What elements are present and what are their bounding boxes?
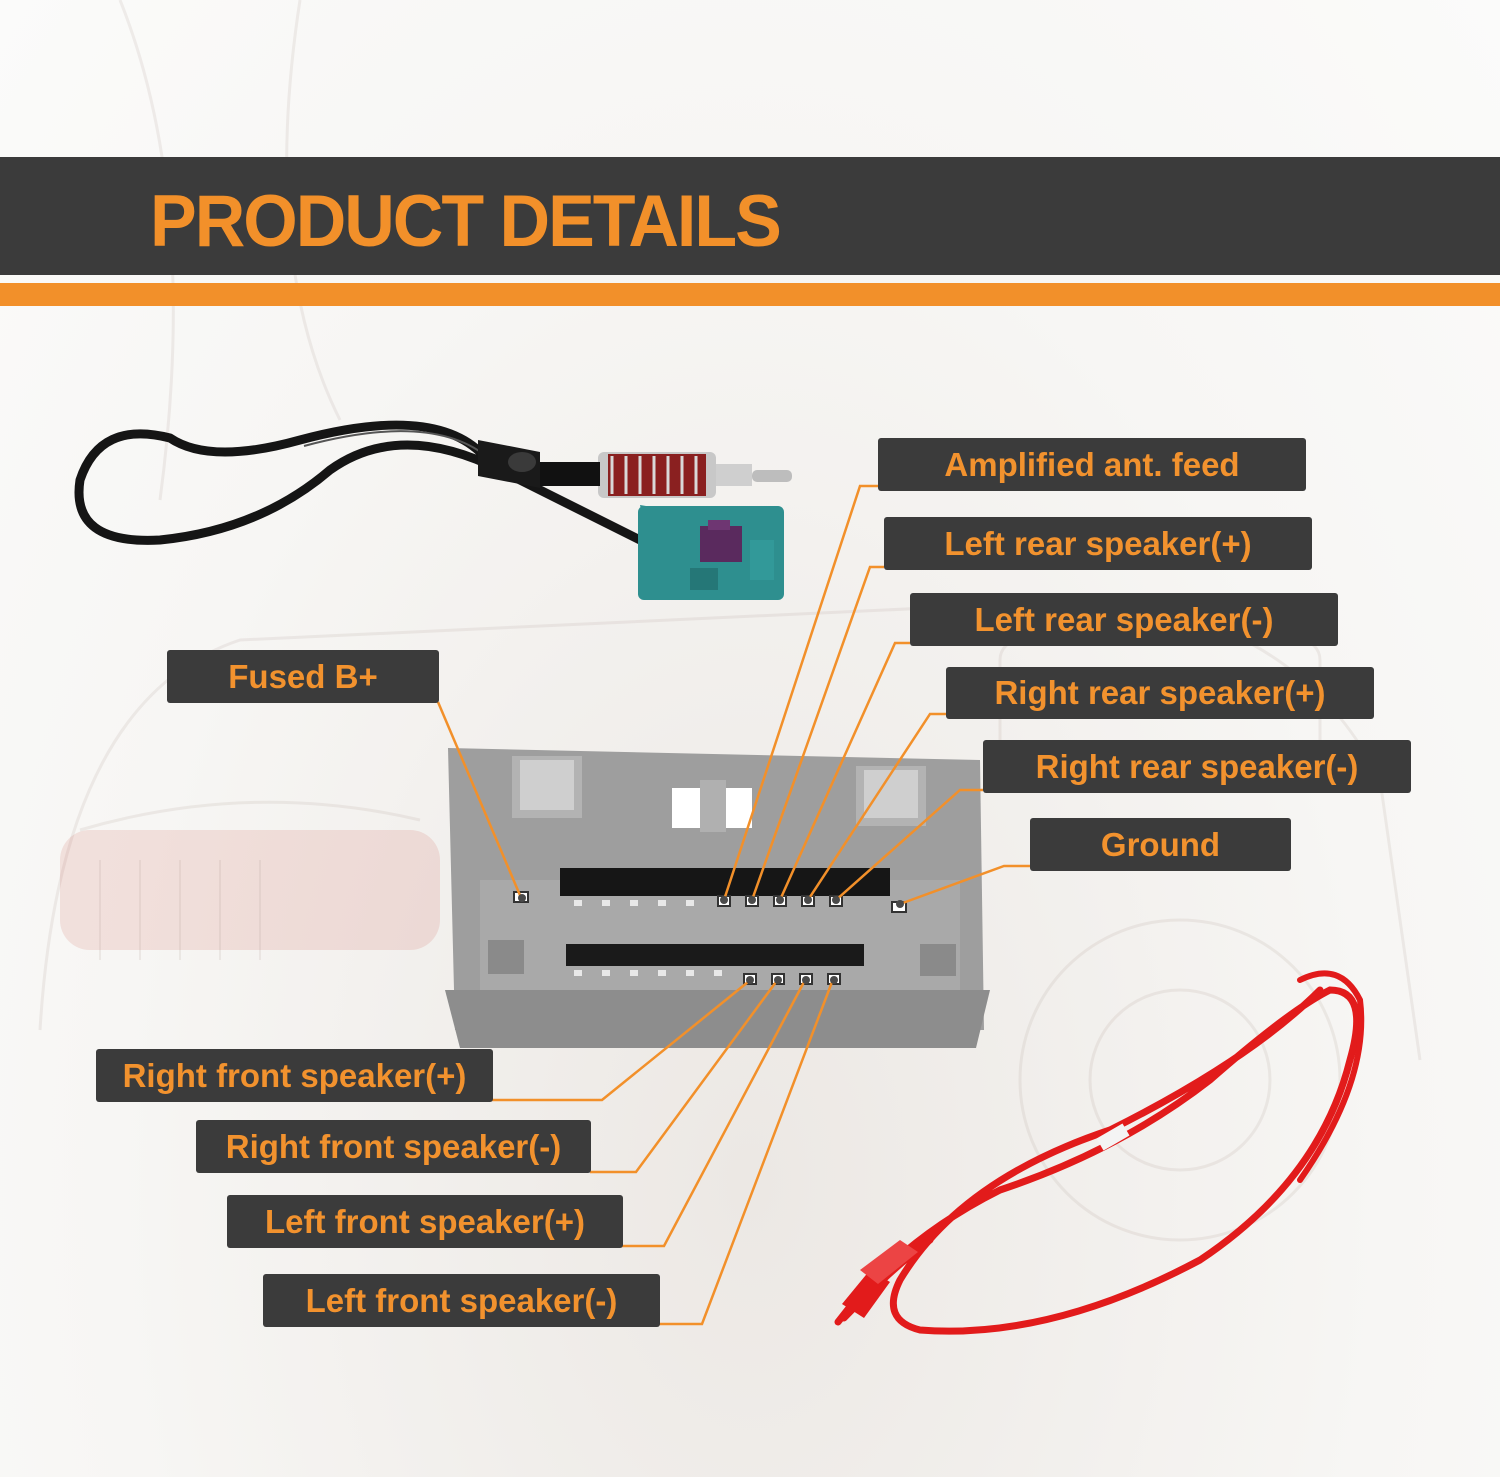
label-right-rear-speaker-neg: Right rear speaker(-) (983, 740, 1411, 793)
label-fused-b-plus: Fused B+ (167, 650, 439, 703)
label-right-front-speaker-neg: Right front speaker(-) (196, 1120, 591, 1173)
wiring-harness-connector-icon (445, 748, 990, 1048)
antenna-adapter-icon (74, 420, 792, 600)
label-right-rear-speaker-pos: Right rear speaker(+) (946, 667, 1374, 719)
page-title: PRODUCT DETAILS (150, 180, 782, 262)
label-amplified-ant-feed: Amplified ant. feed (878, 438, 1306, 491)
header-banner (0, 157, 1500, 275)
label-left-rear-speaker-neg: Left rear speaker(-) (910, 593, 1338, 646)
red-power-wire-icon (834, 970, 1365, 1335)
label-left-rear-speaker-pos: Left rear speaker(+) (884, 517, 1312, 570)
label-right-front-speaker-pos: Right front speaker(+) (96, 1049, 493, 1102)
label-ground: Ground (1030, 818, 1291, 871)
header-accent-stripe (0, 283, 1500, 306)
label-left-front-speaker-neg: Left front speaker(-) (263, 1274, 660, 1327)
label-left-front-speaker-pos: Left front speaker(+) (227, 1195, 623, 1248)
